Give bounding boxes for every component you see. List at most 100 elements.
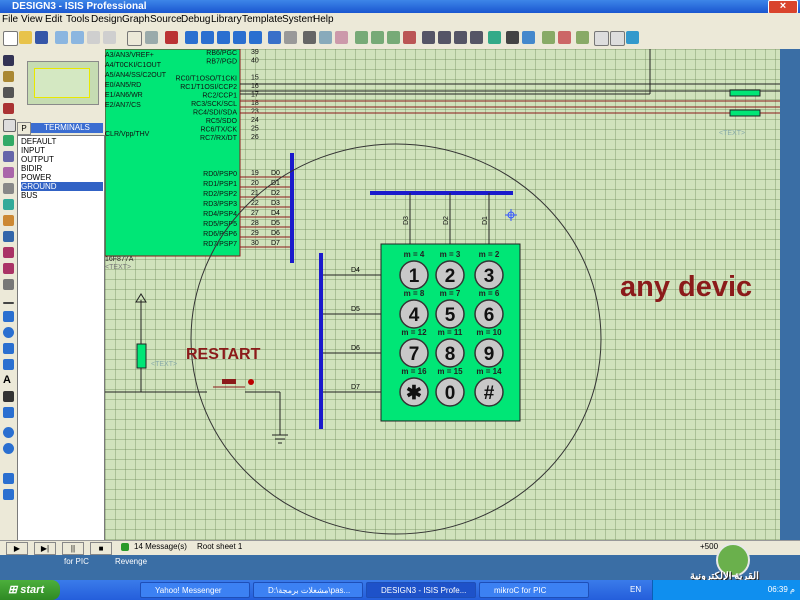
block-delete-icon[interactable] <box>403 31 416 44</box>
wire-autoroute-icon[interactable] <box>488 31 501 44</box>
menu-source[interactable]: Source <box>150 14 182 25</box>
desktop-icon-label[interactable]: for PIC <box>64 557 89 566</box>
tape-recorder-icon[interactable] <box>3 215 14 226</box>
keypad-key[interactable] <box>435 338 465 368</box>
line-tool-icon[interactable] <box>3 302 14 304</box>
menu-graph[interactable]: Graph <box>122 14 150 25</box>
keypad-key[interactable] <box>474 299 504 329</box>
pan-icon[interactable] <box>185 31 198 44</box>
search-icon[interactable] <box>506 31 519 44</box>
goto-sheet-icon[interactable] <box>576 31 589 44</box>
import-icon[interactable] <box>55 31 68 44</box>
task-explorer[interactable]: D:\مشغلات برمجة\pas... <box>253 582 363 598</box>
block-move-icon[interactable] <box>371 31 384 44</box>
terminals-mode-icon[interactable] <box>3 167 14 178</box>
print-area-icon[interactable] <box>103 31 116 44</box>
zoom-in-icon[interactable] <box>201 31 214 44</box>
menu-help[interactable]: Help <box>313 14 334 25</box>
cut-icon[interactable] <box>303 31 316 44</box>
box-tool-icon[interactable] <box>3 311 14 322</box>
redraw-icon[interactable] <box>127 31 142 46</box>
list-item[interactable]: POWER <box>21 173 52 182</box>
menu-library[interactable]: Library <box>211 14 242 25</box>
current-probe-icon[interactable] <box>3 263 14 274</box>
zoom-area-icon[interactable] <box>249 31 262 44</box>
text-script-icon[interactable] <box>3 119 16 132</box>
text-tool-icon[interactable]: A <box>3 374 11 386</box>
circle-tool-icon[interactable] <box>3 327 14 338</box>
overview-viewport[interactable] <box>34 68 90 98</box>
keypad-key[interactable] <box>399 260 429 290</box>
block-copy-icon[interactable] <box>355 31 368 44</box>
origin-icon[interactable] <box>165 31 178 44</box>
keypad-key[interactable] <box>435 299 465 329</box>
terminal-list[interactable]: DEFAULT INPUT OUTPUT BIDIR POWER GROUND … <box>17 135 105 541</box>
generator-icon[interactable] <box>3 231 14 242</box>
rotate-cw-icon[interactable] <box>3 427 14 438</box>
new-sheet-icon[interactable] <box>542 31 555 44</box>
save-icon[interactable] <box>35 31 48 44</box>
step-button[interactable]: ▶| <box>34 542 56 555</box>
desktop-icon-label[interactable]: Revenge <box>115 557 148 566</box>
overview-window[interactable] <box>27 61 99 105</box>
paste-icon[interactable] <box>335 31 348 44</box>
voltage-probe-icon[interactable] <box>3 247 14 258</box>
clock[interactable]: 06:39 م <box>767 585 795 594</box>
erc-report-icon[interactable] <box>610 31 625 46</box>
pullup-resistor[interactable] <box>136 343 147 369</box>
junction-dot-icon[interactable] <box>3 87 14 98</box>
play-button[interactable]: ▶ <box>6 542 28 555</box>
device-pins-icon[interactable] <box>3 183 14 194</box>
resistor[interactable] <box>729 109 761 117</box>
mcu-body[interactable] <box>105 49 241 257</box>
pushbutton-cap[interactable] <box>222 379 236 384</box>
netlist-ares-icon[interactable] <box>626 31 639 44</box>
close-button[interactable]: × <box>768 0 798 14</box>
keypad-key[interactable] <box>474 260 504 290</box>
start-button[interactable]: ⊞ start <box>0 580 60 600</box>
rotate-ccw-icon[interactable] <box>3 443 14 454</box>
menu-design[interactable]: Design <box>91 14 123 25</box>
task-mikroc[interactable]: mikroC for PIC <box>479 582 589 598</box>
selection-mode-icon[interactable] <box>3 55 14 66</box>
copy-icon[interactable] <box>319 31 332 44</box>
open-folder-icon[interactable] <box>19 31 32 44</box>
make-device-icon[interactable] <box>438 31 451 44</box>
virtual-instrument-icon[interactable] <box>3 279 14 290</box>
message-count[interactable]: 14 Message(s) <box>134 542 187 551</box>
stop-button[interactable]: ■ <box>90 542 112 555</box>
wire-label-icon[interactable] <box>3 103 14 114</box>
list-item[interactable]: OUTPUT <box>21 155 54 164</box>
menu-tools[interactable]: Tools <box>66 14 90 25</box>
list-item-selected[interactable]: GROUND <box>21 182 103 191</box>
mirror-y-icon[interactable] <box>3 489 14 500</box>
list-item[interactable]: INPUT <box>21 146 45 155</box>
path-tool-icon[interactable] <box>3 359 14 370</box>
bill-of-materials-icon[interactable] <box>594 31 609 46</box>
list-item[interactable]: BUS <box>21 191 38 200</box>
packaging-tool-icon[interactable] <box>454 31 467 44</box>
redo-icon[interactable] <box>284 31 297 44</box>
component-mode-icon[interactable] <box>3 71 14 82</box>
menu-system[interactable]: System <box>282 14 316 25</box>
graph-mode-icon[interactable] <box>3 199 14 210</box>
menu-template[interactable]: Template <box>242 14 283 25</box>
highlight-circle[interactable] <box>190 143 602 535</box>
menu-file[interactable]: File <box>2 14 19 25</box>
keypad-key[interactable] <box>399 338 429 368</box>
arc-tool-icon[interactable] <box>3 343 14 354</box>
export-icon[interactable] <box>71 31 84 44</box>
task-isis[interactable]: DESIGN3 - ISIS Profe... <box>366 582 476 598</box>
keypad-key[interactable] <box>474 377 504 407</box>
mirror-x-icon[interactable] <box>3 473 14 484</box>
subcircuit-icon[interactable] <box>3 151 14 162</box>
zoom-out-icon[interactable] <box>217 31 230 44</box>
block-rotate-icon[interactable] <box>387 31 400 44</box>
marker-tool-icon[interactable] <box>3 407 14 418</box>
pause-button[interactable]: || <box>62 542 84 555</box>
keypad-key[interactable] <box>399 377 429 407</box>
power-terminal-icon[interactable] <box>135 293 147 303</box>
symbol-tool-icon[interactable] <box>3 391 14 402</box>
property-tool-icon[interactable] <box>522 31 535 44</box>
